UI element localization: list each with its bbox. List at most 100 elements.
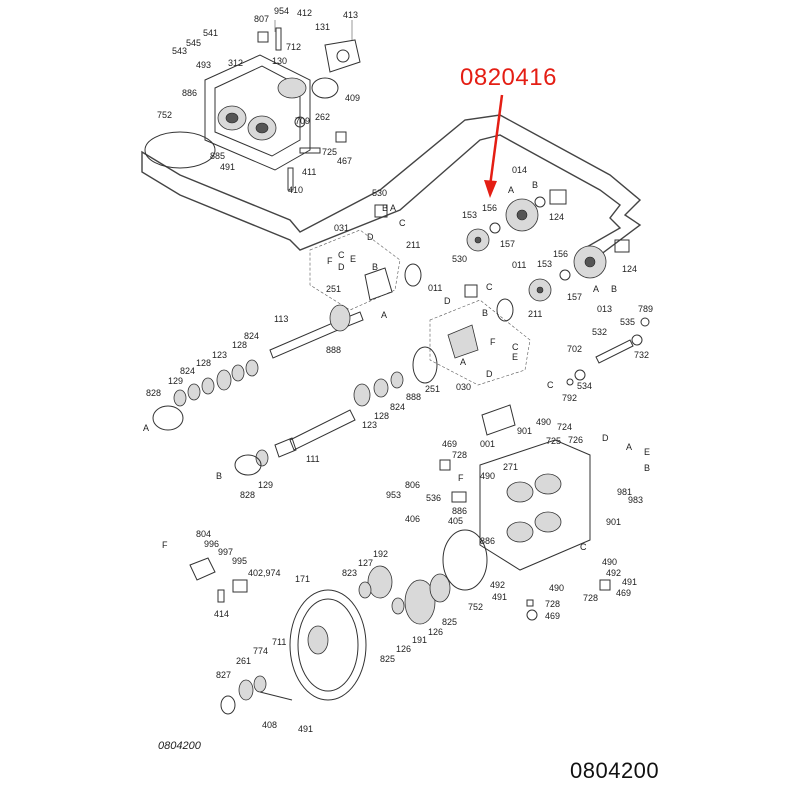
swash-plate-assembly-030 [429,284,531,386]
assembly-frame-outline [141,114,642,256]
part-label-414: 414 [214,609,229,619]
part-label-535: 535 [620,317,635,327]
part-label-725: 725 [322,147,337,157]
shaft-111-assembly [234,346,438,476]
part-label-824: 824 [244,331,259,341]
part-label-412: 412 [297,8,312,18]
part-label-469: 469 [442,439,457,449]
connector-letter-b-530: B [382,203,388,213]
part-label-824b: 824 [180,366,195,376]
part-label-490d: 490 [549,583,564,593]
part-label-211b: 211 [528,309,542,319]
piston-pump-group-upper [466,189,567,252]
drawing-code-large: 0804200 [570,758,660,783]
control-shaft-assembly [566,317,650,386]
connector-letter-d-030: D [444,296,451,306]
part-label-262: 262 [315,112,330,122]
part-label-888b: 888 [406,392,421,402]
connector-letter-f: F [162,540,168,550]
part-label-728b: 728 [583,593,598,603]
part-label-409: 409 [345,93,360,103]
part-label-886c: 886 [480,536,495,546]
connector-letter-b-013: B [611,284,617,294]
part-label-469c: 469 [545,611,560,621]
connector-letter-a-530: A [390,203,396,213]
part-label-031: 031 [334,223,349,233]
part-label-545: 545 [186,38,201,48]
connector-letter-a-030: A [460,357,466,367]
connector-letter-e-030: E [512,352,518,362]
part-label-127: 127 [358,558,373,568]
connector-letter-b-030: B [482,308,488,318]
part-label-774: 774 [253,646,268,656]
regulator-housing-assembly [144,20,361,191]
connector-letter-f-body: F [458,473,464,483]
part-label-131: 131 [315,22,330,32]
connector-letter-d-530: D [367,232,374,242]
connector-letter-c-031: C [338,250,345,260]
part-label-728: 728 [452,450,467,460]
part-label-828b: 828 [240,490,255,500]
part-label-493: 493 [196,60,211,70]
part-label-807: 807 [254,14,269,24]
part-label-011b: 011 [512,260,526,270]
part-label-752: 752 [157,110,172,120]
part-label-752b: 752 [468,602,483,612]
part-label-888: 888 [326,345,341,355]
part-label-828: 828 [146,388,161,398]
part-label-728c: 728 [545,599,560,609]
part-label-467: 467 [337,156,352,166]
part-label-997: 997 [218,547,233,557]
part-label-886b: 886 [452,506,467,516]
part-label-825: 825 [442,617,457,627]
part-label-536: 536 [426,493,441,503]
part-label-711: 711 [272,637,286,647]
part-label-981: 981 [617,487,632,497]
part-label-901: 901 [517,426,532,436]
part-label-953: 953 [386,490,401,500]
callout-arrow [484,94,504,198]
connector-letter-d-body: D [602,433,609,443]
part-label-534: 534 [577,381,592,391]
part-label-113: 113 [274,314,288,324]
part-label-001: 001 [480,439,495,449]
drawing-code-small: 0804200 [158,740,201,752]
part-label-192: 192 [373,549,388,559]
part-label-530b: 530 [452,254,467,264]
part-label-490c: 490 [602,557,617,567]
part-label-996: 996 [204,539,219,549]
part-label-724: 724 [557,422,572,432]
part-label-823: 823 [342,568,357,578]
part-label-013: 013 [597,304,612,314]
part-label-251: 251 [326,284,341,294]
part-label-129b: 129 [258,480,273,490]
part-label-702: 702 [567,344,582,354]
part-label-491: 491 [220,162,235,172]
connector-letter-b-031: B [372,262,378,272]
part-label-124: 124 [549,212,564,222]
part-label-491b: 491 [622,577,637,587]
connector-letter-b: B [216,471,222,481]
part-label-543: 543 [172,46,187,56]
gear-train-assembly [189,557,451,715]
part-label-530: 530 [372,188,387,198]
part-label-709: 709 [295,116,310,126]
connector-letter-a-013: A [593,284,599,294]
part-label-123b: 123 [362,420,377,430]
part-label-469b: 469 [616,588,631,598]
part-label-211: 211 [406,240,420,250]
part-label-251b: 251 [425,384,440,394]
part-label-492b: 492 [490,580,505,590]
part-label-954: 954 [274,6,289,16]
connector-letter-d-030b: D [486,369,493,379]
part-label-491d: 491 [298,724,313,734]
connector-letter-b-body: B [644,463,650,473]
part-label-726: 726 [568,435,583,445]
part-label-153: 153 [462,210,477,220]
connector-letter-f-030: F [490,337,496,347]
part-label-123: 123 [212,350,227,360]
part-label-789: 789 [638,304,653,314]
part-label-804: 804 [196,529,211,539]
part-label-271: 271 [503,462,518,472]
part-label-532: 532 [592,327,607,337]
